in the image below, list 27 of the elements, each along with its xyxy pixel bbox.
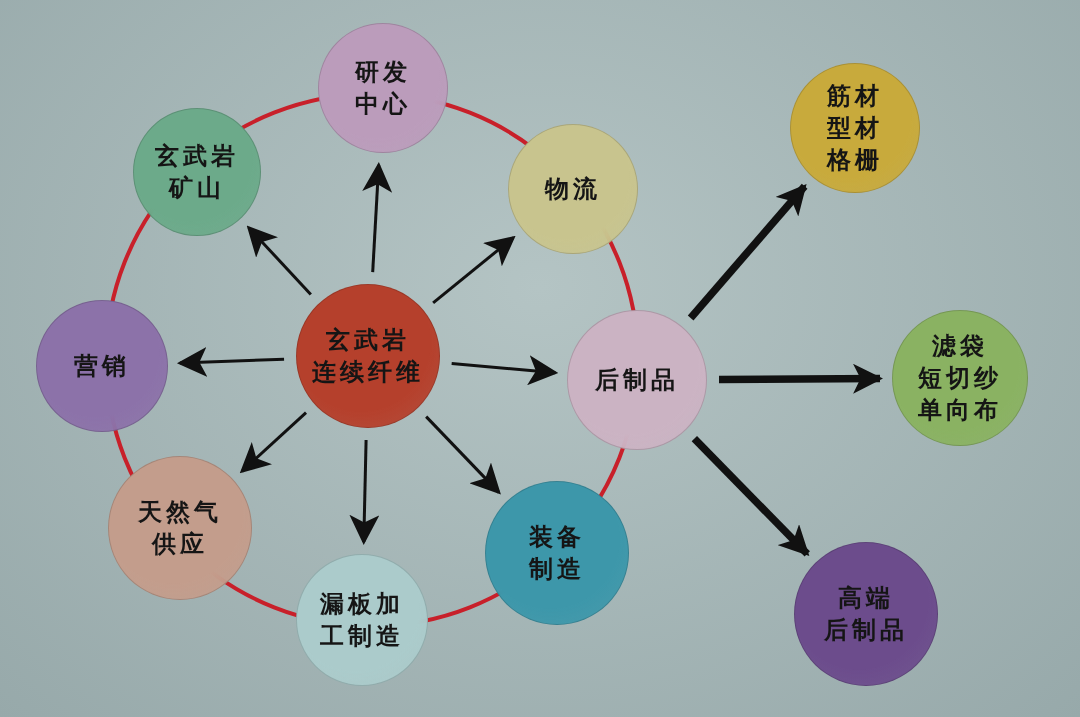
node-label: 营销 [74,351,130,382]
arrow [432,235,516,305]
arrow [718,363,883,394]
node-label: 玄武岩连续纤维 [312,325,424,388]
arrow [362,161,393,273]
node-label: 格栅 [827,145,883,176]
node-label: 后制品 [595,365,679,396]
node-label: 天然气供应 [138,497,222,560]
node-label: 装备制造 [529,522,585,585]
node-label: 型材 [827,113,883,144]
node-label: 筋材 [827,81,883,112]
node-label: 短切纱 [918,363,1002,394]
arrow [176,347,285,378]
node-label: 物流 [545,174,601,205]
arrow [349,439,380,545]
node-label: 玄武岩矿山 [155,141,239,204]
arrow [687,183,808,321]
arrow [451,355,559,386]
arrow [425,415,501,495]
node-label: 高端后制品 [824,583,908,646]
arrow [246,225,312,296]
node-label: 滤袋 [932,331,988,362]
node-label: 漏板加工制造 [320,589,404,652]
node-label: 单向布 [918,395,1002,426]
arrow [239,411,308,474]
node-label: 研发中心 [355,57,411,120]
arrow [691,436,810,557]
